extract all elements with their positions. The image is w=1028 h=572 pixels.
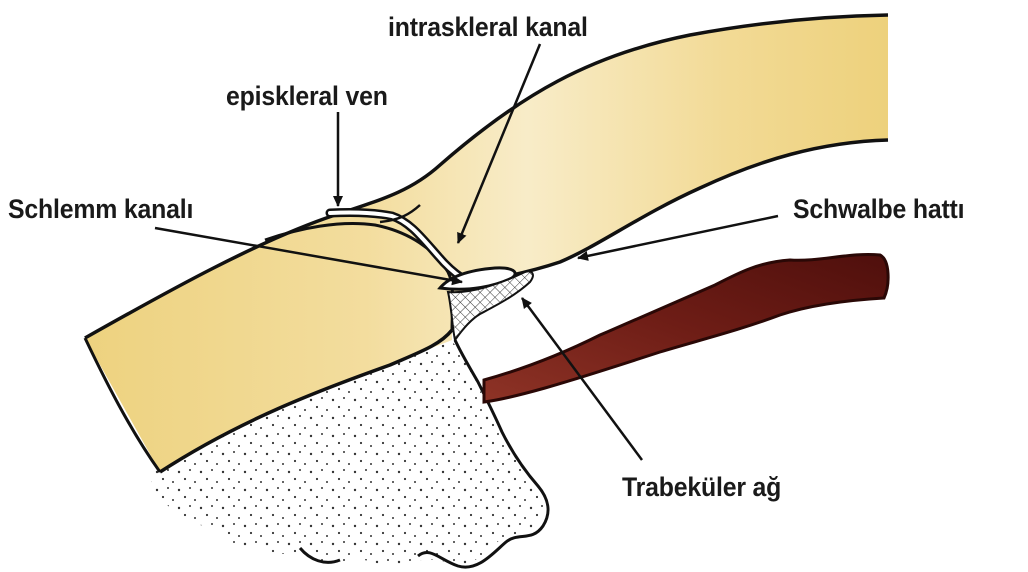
schlemm-canal-label: Schlemm kanalı	[8, 196, 193, 223]
intrascleral-canal-label: intraskleral kanal	[388, 14, 588, 41]
episcleral-vein-label: episkleral ven	[226, 83, 388, 110]
trabecular-meshwork-label: Trabeküler ağ	[622, 474, 781, 501]
schwalbe-line-label: Schwalbe hattı	[793, 196, 964, 223]
